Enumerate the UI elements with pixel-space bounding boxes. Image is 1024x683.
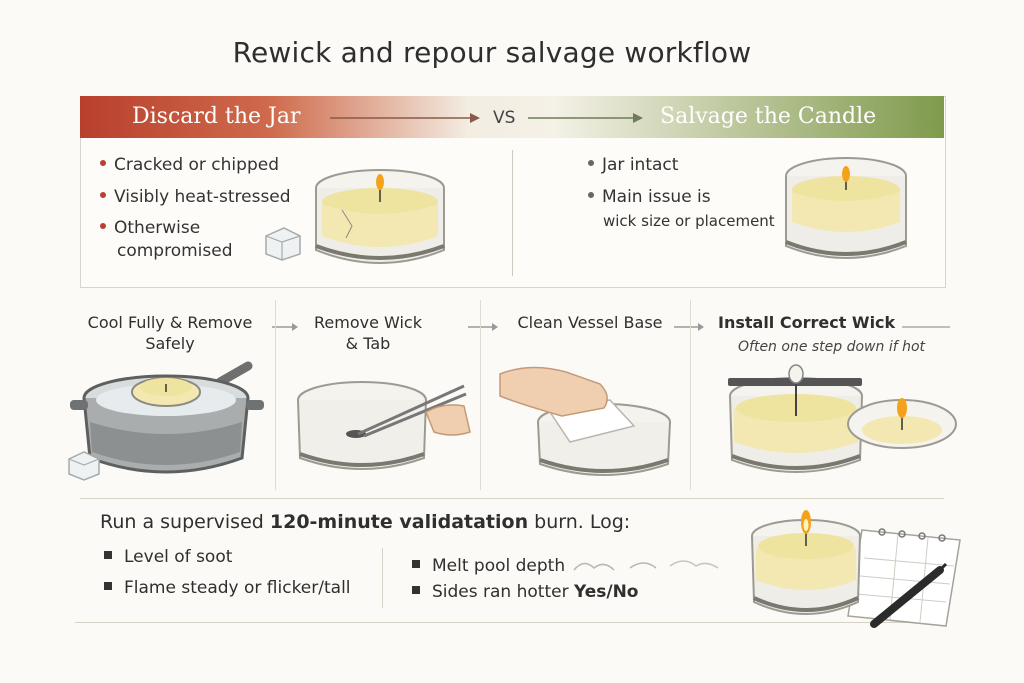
page-title: Rewick and repour salvage workflow [232, 36, 752, 69]
vs-label: VS [493, 108, 516, 128]
step-4-note: Often one step down if hot [738, 339, 926, 355]
log-item: Sides ran hotter Yes/No [412, 582, 638, 602]
salvage-item-cont: wick size or placement [603, 212, 775, 230]
intact-jar-icon [785, 157, 907, 259]
banner-arrow-right-icon [528, 113, 643, 123]
log-item: Level of soot [104, 547, 232, 567]
discard-item-cont: compromised [117, 241, 233, 261]
validation-instruction: Run a supervised 120-minute validatation… [100, 511, 631, 533]
cracked-jar-icon [315, 169, 445, 264]
pot-water-bath-icon [70, 361, 264, 474]
ice-cube-icon [68, 451, 100, 481]
jar-tongs-icon [297, 381, 471, 470]
step-3-label: Clean Vessel Base [517, 313, 663, 332]
step-arrow-icon [674, 323, 704, 331]
log-divider [382, 548, 383, 608]
clean-jar-icon [499, 366, 671, 476]
wax-splatter-icon [573, 560, 719, 571]
discard-heading: Discard the Jar [132, 104, 301, 129]
step-divider [275, 300, 276, 490]
pen-icon [870, 562, 948, 628]
comparison-divider [512, 150, 513, 276]
discard-item: Visibly heat-stressed [100, 187, 291, 207]
salvage-heading: Salvage the Candle [660, 104, 877, 129]
discard-item: Cracked or chipped [100, 155, 279, 175]
discard-item: Otherwise [100, 218, 200, 238]
banner-arrow-left-icon [330, 113, 480, 123]
ice-cube-icon [265, 227, 301, 261]
step-divider [690, 300, 691, 490]
install-wick-icon [728, 364, 957, 473]
notepad-icon [847, 528, 961, 627]
step-2-label: Remove Wick& Tab [314, 313, 422, 353]
step-arrow-icon [468, 323, 498, 331]
comparison-banner [80, 96, 944, 138]
step-divider [480, 300, 481, 490]
lit-candle-icon [751, 510, 861, 615]
log-item: Melt pool depth [412, 556, 565, 576]
step-4-label: Install Correct Wick [718, 313, 896, 332]
log-item: Flame steady or flicker/tall [104, 578, 351, 598]
salvage-item: Jar intact [588, 155, 678, 175]
section-separator [80, 498, 944, 499]
section-separator [75, 622, 939, 623]
step-arrow-icon [902, 326, 950, 328]
salvage-item: Main issue is [588, 187, 711, 207]
